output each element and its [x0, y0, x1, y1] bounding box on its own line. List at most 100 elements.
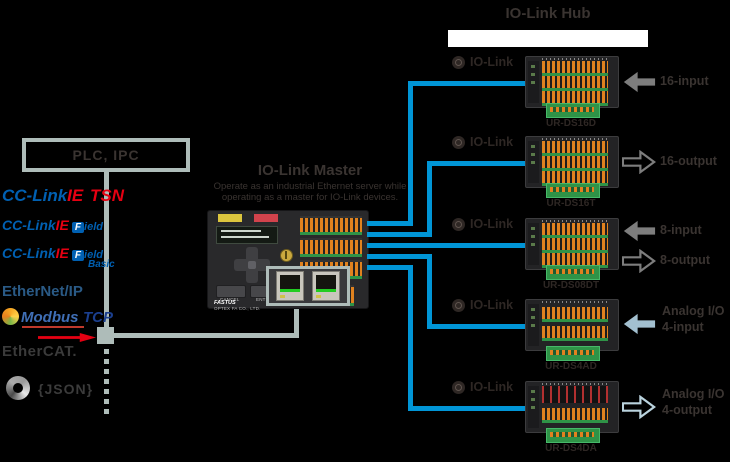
iolink-label-5: IO-Link: [452, 380, 513, 394]
iolink-label-1: IO-Link: [452, 55, 513, 69]
iolink-label-text: IO-Link: [470, 217, 514, 231]
led-indicator-zone: [542, 386, 608, 403]
iolink-icon: [452, 55, 465, 69]
logo-ethercat: EtherCAT.: [2, 343, 78, 360]
terminal-strip: [300, 216, 362, 235]
iolink-label-text: IO-Link: [470, 380, 514, 394]
ethercat-arrow-icon: [38, 333, 96, 342]
bottom-connector: [546, 346, 600, 361]
field-f-block: F: [71, 222, 85, 233]
hub-side-panel: [528, 141, 539, 183]
iolink-line-2: [427, 161, 432, 237]
arrow-8-output: [622, 249, 656, 273]
iolink-label-2: IO-Link: [452, 135, 513, 149]
iolink-icon: [452, 217, 465, 231]
hub-device-urds4da: [525, 381, 619, 443]
logo-modbus-tcp: Modbus TCP: [21, 309, 113, 326]
master-description-line1: Operate as an industrial Ethernet server…: [213, 181, 407, 192]
iolink-line-4: [367, 254, 432, 259]
iolink-line-5: [367, 265, 413, 270]
bottom-connector: [546, 183, 600, 198]
terminal-strip: [542, 141, 608, 156]
hub-header-bar: [448, 30, 648, 47]
logo-text: CC-Link: [2, 186, 68, 205]
connector-to-master: [294, 305, 299, 335]
enter-button-label: ENTER: [256, 297, 273, 302]
arrow-16-input: [622, 70, 656, 94]
logo-json: {JSON}: [38, 381, 94, 397]
terminal-strip: [542, 408, 608, 423]
terminal-strip: [542, 223, 608, 238]
arrow-label-analog-io: Analog I/O: [662, 304, 725, 318]
hub-section-title: IO-Link Hub: [505, 5, 591, 22]
hub-device-urds16t: [525, 136, 619, 198]
field-f-block: F: [71, 250, 85, 261]
modbus-icon: [2, 308, 19, 325]
connector-plc-vertical: [104, 172, 109, 328]
iolink-line-1: [408, 81, 525, 86]
iolink-line-5: [408, 265, 413, 411]
iolink-icon: [452, 135, 465, 149]
rotary-dial-1: [280, 249, 293, 262]
iolink-master-device: CANCEL ENTER FASTUS OPTEX FA CO., LTD.: [207, 210, 369, 311]
hub-model-label: UR-DS4AD: [545, 361, 597, 372]
connector-horizontal: [114, 333, 299, 338]
master-indicator-red: [254, 214, 278, 222]
iolink-label-text: IO-Link: [470, 135, 514, 149]
iolink-line-2: [367, 232, 432, 237]
iolink-label-text: IO-Link: [470, 55, 514, 69]
modbus-tagline: [22, 326, 84, 328]
terminal-strip: [542, 238, 608, 253]
terminal-strip: [542, 156, 608, 171]
arrow-label-4-input: 4-input: [662, 320, 704, 334]
hub-model-label: UR-DS16D: [545, 118, 596, 129]
arrow-analog-4-output: [622, 395, 656, 419]
hub-side-panel: [528, 304, 539, 346]
hub-side-panel: [528, 61, 539, 103]
hub-device-urds08dt: [525, 218, 619, 280]
iolink-line-3: [367, 243, 525, 248]
master-lcd-display: [216, 226, 278, 244]
iolink-label-4: IO-Link: [452, 298, 513, 312]
iolink-label-3: IO-Link: [452, 217, 513, 231]
hub-device-urds4ad: [525, 299, 619, 361]
master-brand-logo: FASTUS: [214, 300, 236, 306]
rj45-port-1: [276, 271, 304, 301]
iolink-label-text: IO-Link: [470, 298, 514, 312]
arrow-analog-4-input: [622, 312, 656, 336]
bottom-connector: [546, 103, 600, 118]
dpad-center: [248, 261, 256, 269]
plc-label: PLC, IPC: [72, 147, 140, 163]
terminal-strip: [542, 76, 608, 91]
hub-model-label: UR-DS16T: [546, 198, 596, 209]
plc-box: PLC, IPC: [22, 138, 190, 172]
cancel-button: [216, 285, 246, 298]
arrow-label-16-input: 16-input: [660, 74, 709, 88]
terminal-strip: [542, 326, 608, 341]
terminal-strip: [542, 61, 608, 76]
connector-dashed-continuation: [104, 349, 109, 415]
master-indicator-yellow: [218, 214, 242, 222]
hub-side-panel: [528, 223, 539, 265]
arrow-label-8-input: 8-input: [660, 223, 702, 237]
iolink-icon: [452, 298, 465, 312]
logo-field-basic-sub: Basic: [88, 259, 115, 270]
rj45-port-2: [312, 271, 340, 301]
ethernet-ports-highlight: [266, 266, 350, 306]
iolink-icon: [452, 380, 465, 394]
iolink-line-4: [427, 324, 525, 329]
hub-side-panel: [528, 386, 539, 428]
json-icon: [6, 376, 30, 400]
master-description-line2: operating as a master for IO-Link device…: [221, 192, 399, 203]
cancel-button-label: CANCEL: [220, 297, 240, 302]
terminal-strip: [542, 307, 608, 322]
arrow-8-input: [622, 219, 656, 243]
iolink-line-1: [367, 221, 413, 226]
arrow-label-16-output: 16-output: [660, 154, 717, 168]
master-title: IO-Link Master: [257, 162, 363, 179]
hub-model-label: UR-DS4DA: [545, 443, 597, 454]
iolink-line-1: [408, 81, 413, 226]
